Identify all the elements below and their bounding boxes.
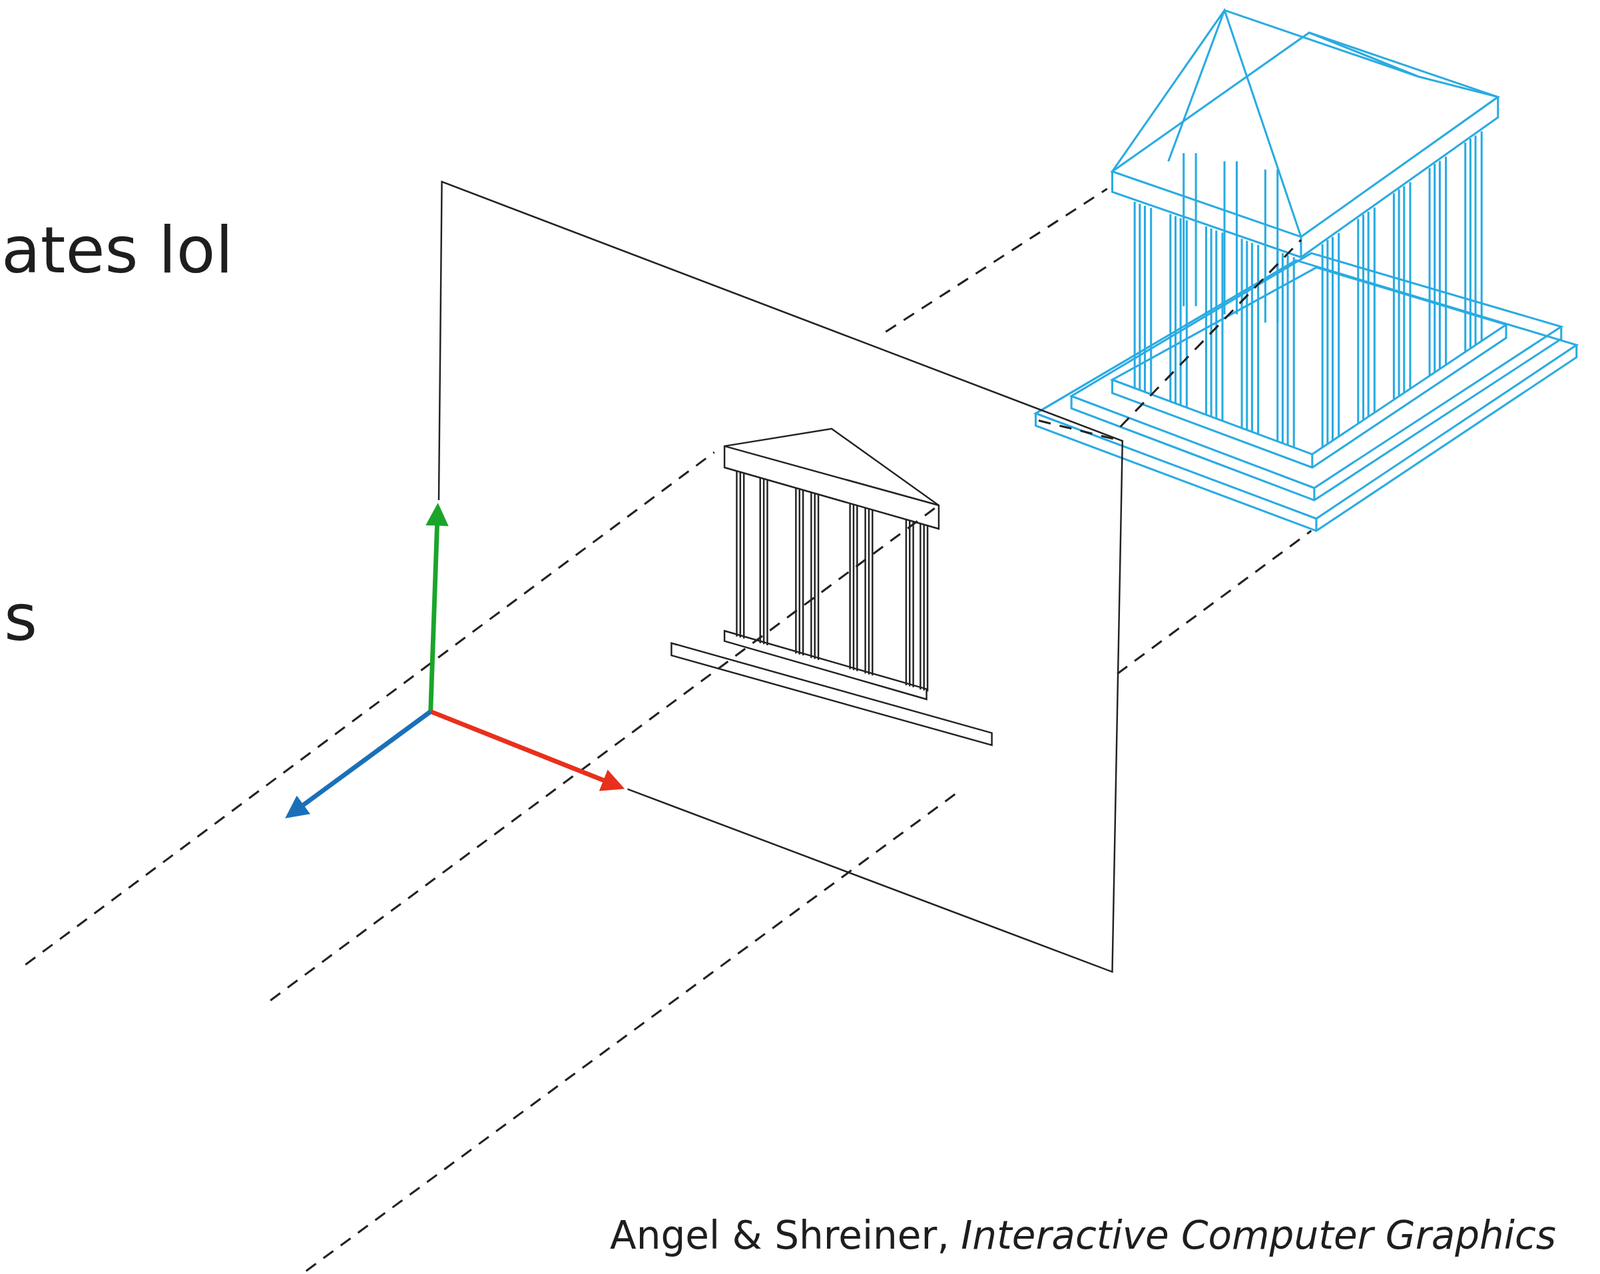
projector-lines (25, 189, 1312, 1272)
temple-column (1393, 181, 1411, 400)
temple-roof-eave (1111, 97, 1498, 258)
projected-temple (671, 428, 992, 746)
temple-column (1277, 251, 1295, 448)
slide-text-fragment: s (3, 585, 38, 650)
projected-column (795, 488, 803, 656)
projected-column (810, 492, 819, 660)
temple-column (1205, 226, 1223, 421)
slide-text-fragment: ates lol (1, 218, 234, 283)
projection-plane (438, 181, 1123, 972)
temple-column (1241, 239, 1259, 435)
projected-column (865, 508, 873, 676)
projected-column (850, 503, 858, 672)
temple-roof (1111, 32, 1498, 238)
source-citation: Angel & Shreiner,Interactive Computer Gr… (609, 1215, 1557, 1255)
temple-column (1465, 131, 1483, 352)
temple-column (1358, 207, 1375, 425)
temple-3d (1036, 9, 1577, 531)
temple-step (1036, 260, 1577, 531)
citation-text: Interactive Computer Graphics (960, 1215, 1557, 1255)
citation-text: Angel & Shreiner, (609, 1215, 950, 1255)
projected-column (760, 477, 768, 645)
temple-column (1322, 233, 1339, 448)
temple-column (1429, 156, 1447, 376)
projected-column (920, 523, 928, 692)
temple-column (1224, 161, 1237, 315)
projected-column (736, 470, 744, 638)
temple-roof-ridge (1111, 9, 1498, 237)
coordinate-axes (288, 507, 621, 816)
temple-column (1134, 201, 1152, 395)
projected-column (906, 519, 914, 688)
temple-column (1183, 153, 1196, 307)
